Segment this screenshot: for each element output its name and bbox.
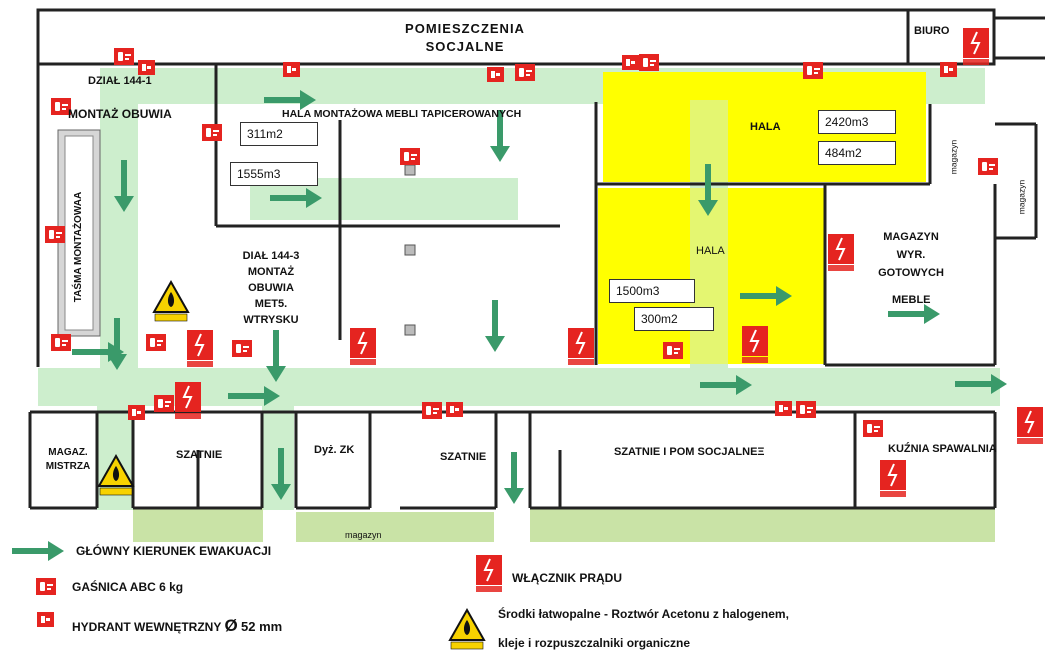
columns bbox=[404, 164, 416, 336]
hydrant-icon bbox=[138, 60, 155, 75]
fire-extinguisher-icon bbox=[146, 334, 166, 351]
fire-extinguisher-icon bbox=[863, 420, 883, 437]
label-szatnie-1: SZATNIE bbox=[176, 449, 223, 461]
fire-extinguisher-icon bbox=[51, 334, 71, 351]
legend-hydrant-label: HYDRANT WEWNĘTRZNY bbox=[72, 620, 222, 634]
legend-flammable-line1: Środki łatwopalne - Roztwór Acetonu z ha… bbox=[498, 607, 789, 621]
label-line: MISTRZA bbox=[45, 461, 91, 472]
label-szatnie-2: SZATNIE bbox=[440, 451, 487, 463]
label-hala-top: HALA bbox=[750, 121, 781, 133]
fire-extinguisher-icon bbox=[400, 148, 420, 165]
fire-extinguisher-icon bbox=[796, 401, 816, 418]
power-switch-icon bbox=[962, 27, 990, 66]
fire-extinguisher-icon bbox=[515, 64, 535, 81]
hydrant-icon bbox=[622, 55, 639, 70]
label-hala-mid: HALA bbox=[696, 245, 725, 257]
power-switch-icon bbox=[827, 233, 855, 272]
label-dzial-144-1: DZIAŁ 144-1 bbox=[88, 75, 152, 87]
measure-1555m3: 1555m3 bbox=[230, 162, 318, 186]
flammable-warning-icon bbox=[153, 281, 189, 322]
label-pomieszczenia-socjalne: POMIESZCZENIA SOCJALNE bbox=[345, 20, 585, 56]
fire-extinguisher-icon bbox=[202, 124, 222, 141]
legend-hydrant-size: 52 mm bbox=[241, 619, 283, 634]
evacuation-arrow-icon bbox=[888, 304, 940, 324]
fire-extinguisher-icon bbox=[36, 578, 56, 595]
label-magazyn-wyr: MAGAZYN WYR. GOTOWYCH bbox=[866, 228, 956, 282]
hydrant-icon bbox=[775, 401, 792, 416]
label-dzial-144-3: DIAŁ 144-3 MONTAŻ OBUWIA MET5. WTRYSKU bbox=[226, 248, 316, 330]
label-line: GOTOWYCH bbox=[878, 267, 944, 279]
label-line: WTRYSKU bbox=[243, 314, 299, 326]
label-biuro: BIURO bbox=[914, 25, 950, 37]
fire-extinguisher-icon bbox=[422, 402, 442, 419]
hydrant-icon bbox=[128, 405, 145, 420]
fire-extinguisher-icon bbox=[978, 158, 998, 175]
legend-evacuation: GŁÓWNY KIERUNEK EWAKUACJI bbox=[76, 544, 272, 558]
measure-484m2: 484m2 bbox=[818, 141, 896, 165]
label-hala-montazowa: HALA MONTAŻOWA MEBLI TAPICEROWANYCH bbox=[282, 108, 522, 120]
power-switch-icon bbox=[475, 554, 503, 593]
power-switch-icon bbox=[349, 327, 377, 366]
fire-extinguisher-icon bbox=[114, 48, 134, 65]
measure-300m2: 300m2 bbox=[634, 307, 714, 331]
fire-extinguisher-icon bbox=[232, 340, 252, 357]
label-line: POMIESZCZENIA bbox=[405, 21, 525, 36]
hydrant-icon bbox=[37, 612, 54, 627]
label-line: SOCJALNE bbox=[425, 39, 505, 54]
hydrant-icon bbox=[283, 62, 300, 77]
label-line: MAGAZYN bbox=[883, 231, 939, 243]
evacuation-arrow-icon bbox=[485, 300, 505, 352]
power-switch-icon bbox=[186, 329, 214, 368]
measure-2420m3: 2420m3 bbox=[818, 110, 896, 134]
label-montaz-obuwia: MONTAŻ OBUWIA bbox=[68, 107, 172, 121]
power-switch-icon bbox=[1016, 406, 1044, 445]
label-kuznia: KUŹNIA SPAWALNIA bbox=[888, 443, 997, 455]
label-meble: MEBLE bbox=[892, 294, 931, 306]
label-line: MONTAŻ bbox=[247, 266, 295, 278]
measure-311m2: 311m2 bbox=[240, 122, 318, 146]
power-switch-icon bbox=[567, 327, 595, 366]
legend-hydrant: HYDRANT WEWNĘTRZNY Ø 52 mm bbox=[72, 616, 282, 636]
legend-flammable-line2: kleje i rozpuszczalniki organiczne bbox=[498, 636, 691, 650]
label-line: DIAŁ 144-3 bbox=[242, 250, 300, 262]
label-line: MET5. bbox=[254, 298, 288, 310]
flammable-warning-icon bbox=[449, 609, 485, 650]
power-switch-icon bbox=[879, 459, 907, 498]
label-line: OBUWIA bbox=[248, 282, 294, 294]
fire-extinguisher-icon bbox=[639, 54, 659, 71]
fire-extinguisher-icon bbox=[154, 395, 174, 412]
hydrant-icon bbox=[446, 402, 463, 417]
label-magazyn-bottom: magazyn bbox=[345, 530, 382, 540]
label-dyz-zk: Dyż. ZK bbox=[314, 444, 355, 456]
label-magazyn-far-right: magazyn bbox=[1016, 179, 1027, 215]
power-switch-icon bbox=[174, 381, 202, 420]
hydrant-icon bbox=[940, 62, 957, 77]
label-line: WYR. bbox=[896, 249, 926, 261]
fire-extinguisher-icon bbox=[803, 62, 823, 79]
label-szatnie-pom: SZATNIE I POM SOCJALNEΞ bbox=[614, 446, 765, 458]
label-magazyn-side: magazyn bbox=[948, 139, 959, 175]
label-line: MAGAZ. bbox=[48, 447, 88, 458]
legend-hydrant-symbol: Ø bbox=[224, 616, 238, 635]
legend-switch: WŁĄCZNIK PRĄDU bbox=[512, 571, 622, 585]
evacuation-arrow-icon bbox=[504, 452, 524, 504]
yellow-halls bbox=[598, 72, 926, 364]
label-tasma: TAŚMA MONTAŻOWAA bbox=[73, 191, 84, 303]
hydrant-icon bbox=[487, 67, 504, 82]
measure-1500m3: 1500m3 bbox=[609, 279, 695, 303]
fire-extinguisher-icon bbox=[663, 342, 683, 359]
fire-extinguisher-icon bbox=[45, 226, 65, 243]
label-magaz-mistrza: MAGAZ. MISTRZA bbox=[40, 446, 96, 472]
bottom-strips bbox=[133, 508, 995, 542]
power-switch-icon bbox=[741, 325, 769, 364]
legend-extinguisher: GAŚNICA ABC 6 kg bbox=[72, 580, 184, 594]
evacuation-arrow-icon bbox=[12, 541, 64, 561]
